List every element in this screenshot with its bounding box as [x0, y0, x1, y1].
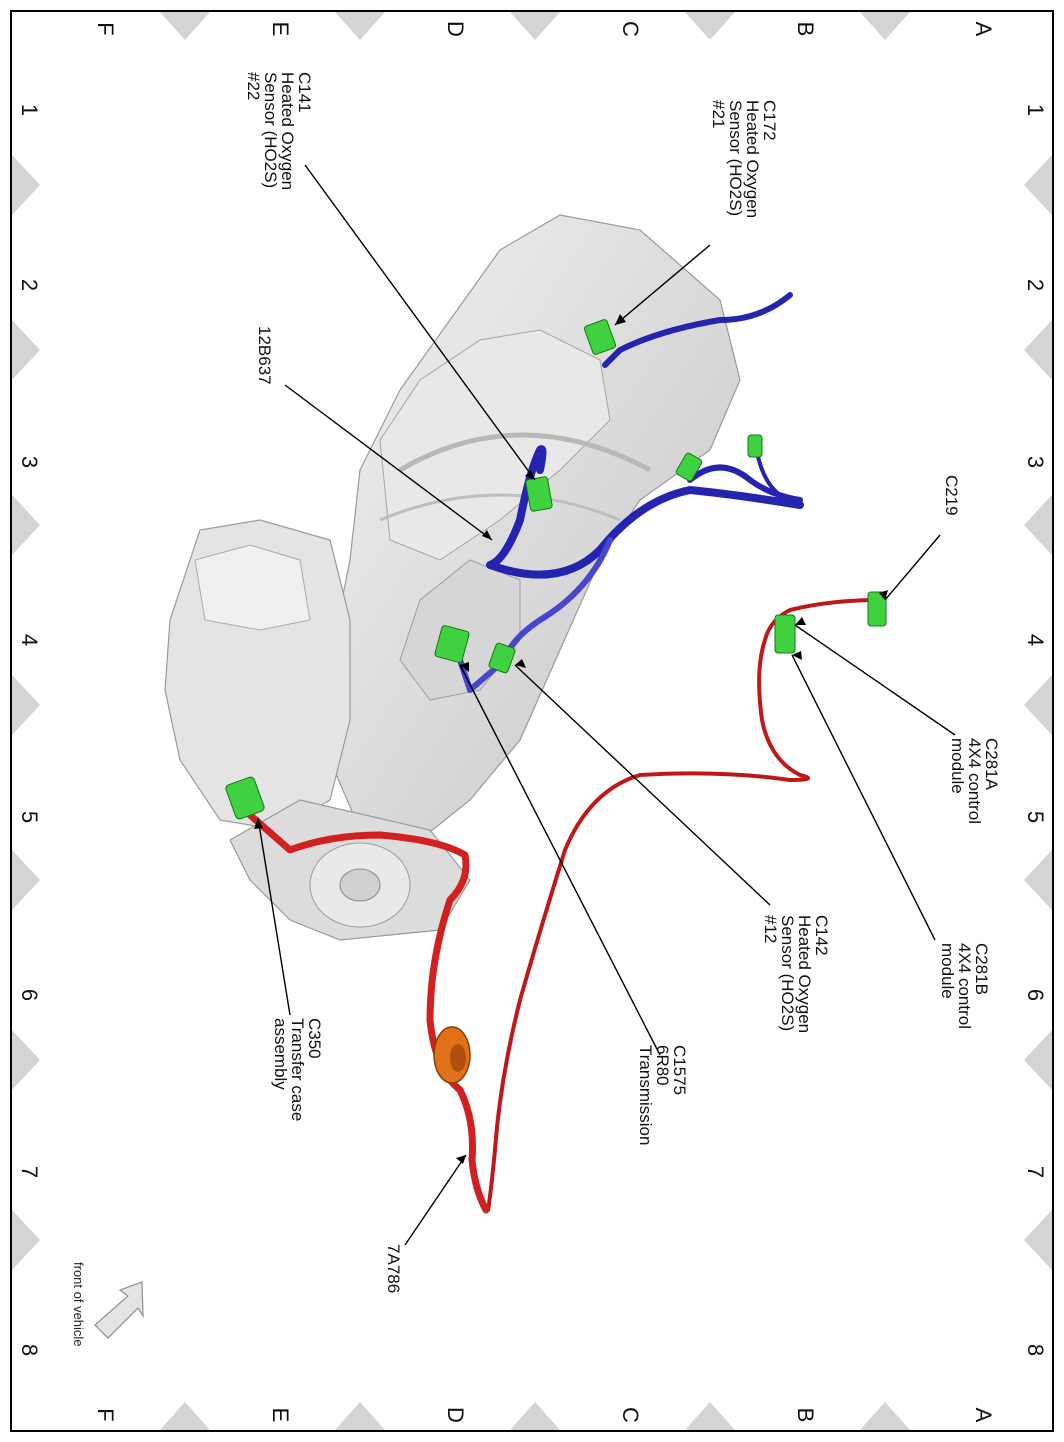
connector-c219 — [867, 591, 887, 627]
col-label-right-4: 4 — [1023, 633, 1048, 647]
diagram-frame — [10, 10, 1054, 1432]
label-c350-line-2: Transfer case — [288, 1018, 307, 1122]
label-c141-line-4: #22 — [244, 72, 263, 101]
label-c1575-line-1: C1575 — [670, 1045, 689, 1096]
label-c142-line-2: Heated Oxygen — [795, 915, 814, 1034]
row-label-top-e: E — [268, 21, 293, 37]
label-c141-line-2: Heated Oxygen — [278, 72, 297, 191]
col-label-left-6: 6 — [17, 988, 42, 1002]
border-markers — [12, 12, 1052, 1430]
front-of-vehicle-arrow-icon — [94, 1281, 144, 1339]
transmission-housing — [329, 214, 741, 841]
col-label-right-7: 7 — [1023, 1165, 1048, 1179]
row-label-bottom-d: D — [443, 1407, 468, 1423]
label-c1575-line-3: Transmission — [636, 1045, 655, 1146]
label-c141: C141 Heated Oxygen Sensor (HO2S) #22 — [244, 72, 314, 191]
label-12b637: 12B637 — [255, 326, 274, 385]
label-c172: C172 Heated Oxygen Sensor (HO2S) #21 — [709, 100, 779, 219]
label-c281b-line-1: C281B — [972, 943, 991, 995]
row-label-bottom-e: E — [268, 1407, 293, 1423]
label-c281b-line-3: module — [938, 943, 957, 999]
row-label-top-f: F — [93, 22, 118, 36]
connector-c172 — [583, 319, 617, 355]
transfer-case-housing — [164, 519, 471, 941]
row-label-bottom-b: B — [793, 1407, 818, 1423]
col-label-right-1: 1 — [1023, 103, 1048, 117]
label-c281b: C281B 4X4 control module — [938, 943, 991, 1029]
connector-extra-2 — [747, 434, 763, 458]
col-label-left-7: 7 — [17, 1165, 42, 1179]
col-label-right-2: 2 — [1023, 278, 1048, 292]
label-c142-line-3: Sensor (HO2S) — [778, 915, 797, 1032]
harness-red — [246, 598, 882, 1214]
connectors — [225, 319, 887, 820]
col-label-right-8: 8 — [1023, 1343, 1048, 1357]
col-label-right-6: 6 — [1023, 988, 1048, 1002]
label-c172-line-3: Sensor (HO2S) — [726, 100, 745, 217]
label-c1575-line-2: 6R80 — [653, 1045, 672, 1086]
connector-c142 — [488, 642, 516, 674]
label-c350-line-3: assembly — [271, 1018, 290, 1090]
label-c281a-line-2: 4X4 control — [965, 738, 984, 824]
label-c142: C142 Heated Oxygen Sensor (HO2S) #12 — [761, 915, 831, 1034]
col-label-right-5: 5 — [1023, 810, 1048, 824]
row-label-top-d: D — [443, 21, 468, 37]
row-label-bottom-f: F — [93, 1408, 118, 1422]
row-label-top-c: C — [618, 21, 643, 37]
label-c219: C219 — [942, 475, 961, 516]
connector-c1575 — [434, 625, 470, 663]
label-c1575: C1575 6R80 Transmission — [636, 1045, 689, 1146]
connector-extra-1 — [675, 452, 703, 482]
front-of-vehicle-label: front of vehicle — [71, 1262, 86, 1347]
connector-c350 — [225, 776, 265, 820]
label-c142-line-1: C142 — [812, 915, 831, 956]
leader-lines — [257, 164, 956, 1246]
label-c281a: C281A 4X4 control module — [948, 738, 1001, 824]
label-c172-line-2: Heated Oxygen — [743, 100, 762, 219]
label-c281a-line-1: C281A — [982, 738, 1001, 790]
label-c141-line-1: C141 — [295, 72, 314, 113]
label-c281a-line-3: module — [948, 738, 967, 794]
row-label-top-b: B — [793, 21, 818, 37]
connector-c141 — [525, 476, 553, 512]
grommet-7a786 — [433, 1026, 471, 1084]
col-label-left-5: 5 — [17, 810, 42, 824]
label-c350-line-1: C350 — [305, 1018, 324, 1059]
col-label-left-8: 8 — [17, 1343, 42, 1357]
label-c172-line-1: C172 — [760, 100, 779, 141]
label-c219-line-1: C219 — [942, 475, 961, 516]
label-7a786-line-1: 7A786 — [384, 1244, 403, 1294]
label-12b637-line-1: 12B637 — [255, 326, 274, 385]
label-c172-line-4: #21 — [709, 100, 728, 129]
label-7a786: 7A786 — [384, 1244, 403, 1294]
label-c350: C350 Transfer case assembly — [271, 1018, 324, 1122]
col-label-left-2: 2 — [17, 278, 42, 292]
row-label-bottom-c: C — [618, 1407, 643, 1423]
row-label-top-a: A — [971, 21, 996, 37]
col-label-left-1: 1 — [17, 103, 42, 117]
label-c141-line-3: Sensor (HO2S) — [261, 72, 280, 189]
row-label-bottom-a: A — [971, 1407, 996, 1423]
col-label-left-4: 4 — [17, 633, 42, 647]
col-label-left-3: 3 — [17, 455, 42, 469]
col-label-right-3: 3 — [1023, 455, 1048, 469]
connector-c281a — [774, 614, 796, 654]
label-c142-line-4: #12 — [761, 915, 780, 944]
leader-arrowheads — [254, 314, 888, 1164]
label-c281b-line-2: 4X4 control — [955, 943, 974, 1029]
